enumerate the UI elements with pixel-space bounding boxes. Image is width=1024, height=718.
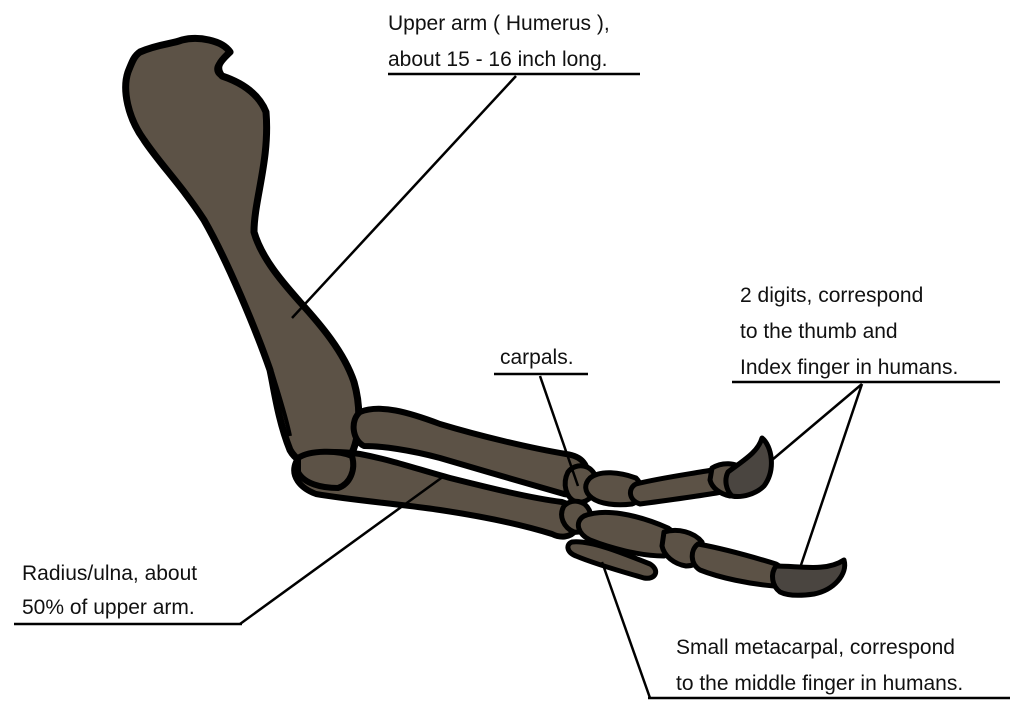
metacarpal-pointer-line [600,561,652,699]
labels: Upper arm ( Humerus ), about 15 - 16 inc… [22,12,963,695]
humerus-label-line-2: about 15 - 16 inch long. [388,48,608,71]
humerus-bone [122,35,363,471]
humerus-label-line-1: Upper arm ( Humerus ), [388,12,610,35]
digit-2-claw [770,557,848,598]
digits-pointer-upper [771,383,863,461]
digit-1-claw [723,435,774,499]
humerus-pointer-line [291,75,517,319]
digits-label-line-2: to the thumb and [740,320,898,343]
digits-pointer-lower [798,383,864,569]
metacarpal-label-line-2: to the middle finger in humans. [676,672,963,695]
small-metacarpal-bone [565,539,659,581]
forelimb-skeleton [122,35,848,598]
humerus-notch [214,58,225,80]
radius-head [295,448,357,491]
carpals-pointer-line [538,375,580,487]
digits-label-line-3: Index finger in humans. [740,356,958,379]
radius-ulna-label-line-2: 50% of upper arm. [22,596,195,619]
digits-label-line-1: 2 digits, correspond [740,284,923,307]
digit-1-proximal [583,470,644,508]
carpals-label: carpals. [500,346,574,369]
metacarpal-label-line-1: Small metacarpal, correspond [676,636,955,659]
leader-lines [14,72,1010,700]
humerus-ridge [270,371,292,437]
radius-ulna-pointer-line [239,474,445,626]
radius-ulna-label-line-1: Radius/ulna, about [22,562,197,585]
